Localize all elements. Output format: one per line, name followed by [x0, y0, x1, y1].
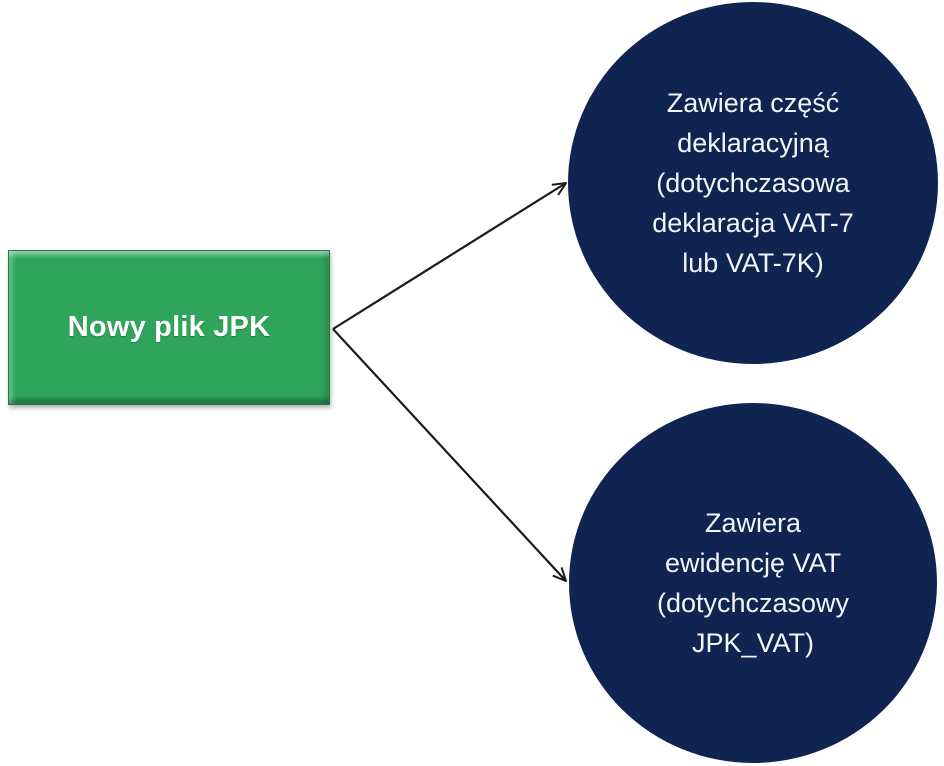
declaration-circle-label: Zawiera część deklaracyjną (dotychczasow…	[652, 88, 854, 278]
root-node-nowy-plik-jpk: Nowy plik JPK	[8, 250, 330, 405]
root-node-label: Nowy plik JPK	[67, 311, 271, 343]
arrow-to-declaration-circle	[332, 183, 566, 330]
records-circle-label: Zawiera ewidencję VAT (dotychczasowy JPK…	[656, 508, 850, 658]
records-circle-node: Zawiera ewidencję VAT (dotychczasowy JPK…	[569, 403, 937, 763]
arrow-to-records-circle	[332, 328, 566, 581]
declaration-circle-node: Zawiera część deklaracyjną (dotychczasow…	[568, 2, 938, 364]
